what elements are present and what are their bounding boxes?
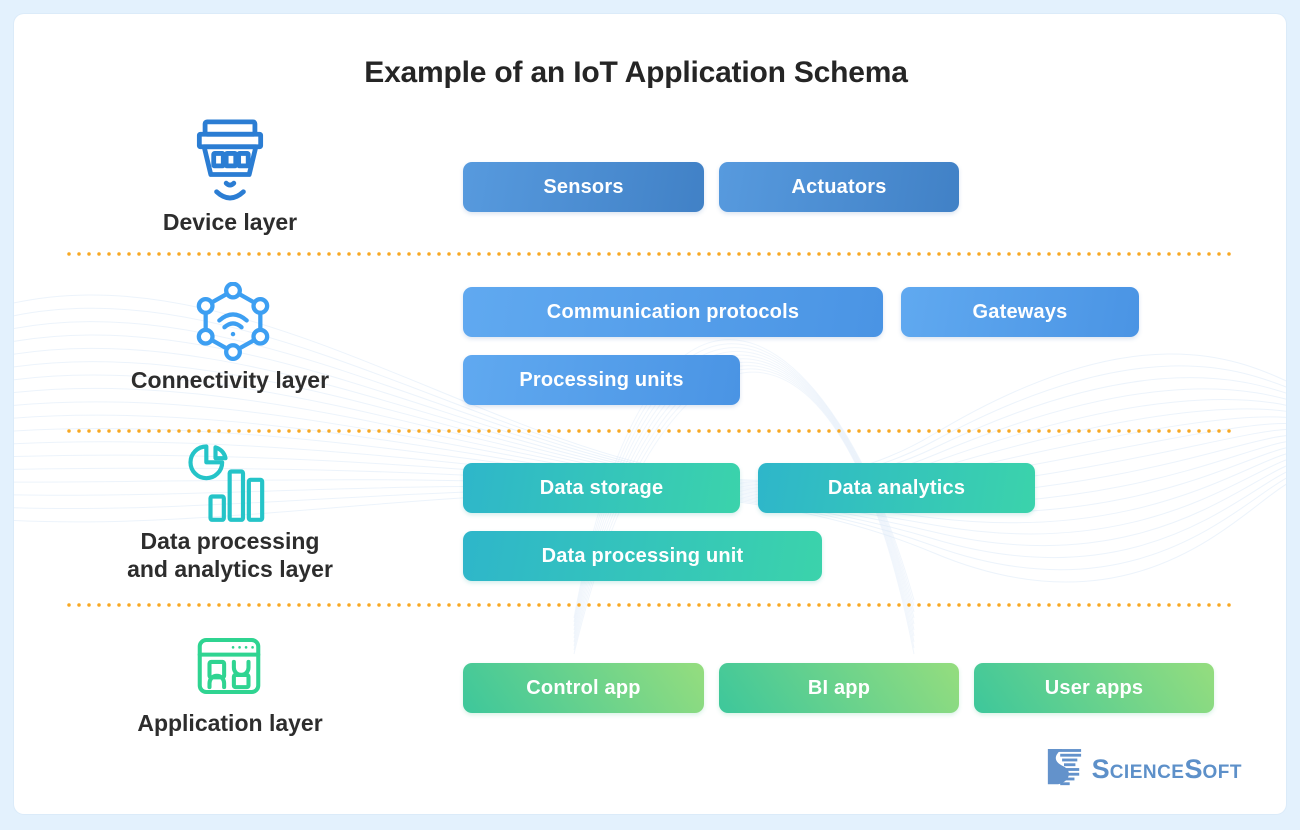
control-app-button[interactable]: Control app <box>463 663 704 713</box>
data-processing-layer-label-line1: Data processing <box>140 528 320 554</box>
device-layer-label: Device layer <box>162 209 298 235</box>
data-analytics-button[interactable]: Data analytics <box>758 463 1035 513</box>
sensors-button[interactable]: Sensors <box>463 162 704 212</box>
data-processing-unit-button[interactable]: Data processing unit <box>463 531 822 581</box>
user-apps-button[interactable]: User apps <box>974 663 1214 713</box>
sciencesoft-logo-text: ScienceSoft <box>1091 753 1242 784</box>
actuators-button[interactable]: Actuators <box>719 162 959 212</box>
sciencesoft-logo-mark <box>1047 749 1081 786</box>
app-window-icon <box>190 627 268 710</box>
bi-app-button[interactable]: BI app <box>719 663 959 713</box>
diagram-title: Example of an IoT Application Schema <box>364 56 908 89</box>
pie-and-bar-chart-icon <box>188 444 268 529</box>
network-hexagon-wifi-icon <box>192 281 274 369</box>
logo-text-part: S <box>1184 753 1203 784</box>
data-storage-button[interactable]: Data storage <box>463 463 740 513</box>
processing-units-button[interactable]: Processing units <box>463 355 740 405</box>
sciencesoft-logo: ScienceSoft <box>1045 748 1242 790</box>
gateways-button[interactable]: Gateways <box>901 287 1139 337</box>
communication-protocols-button[interactable]: Communication protocols <box>463 287 883 337</box>
layer-divider-3 <box>67 603 1233 607</box>
layer-divider-1 <box>67 252 1233 256</box>
data-processing-layer-label: Data processing and analytics layer <box>60 527 400 583</box>
data-processing-layer-label-line2: and analytics layer <box>127 556 333 582</box>
logo-text-part: S <box>1091 753 1110 784</box>
layer-divider-2 <box>67 429 1233 433</box>
logo-text-part: oft <box>1202 761 1242 783</box>
logo-text-part: cience <box>1109 761 1185 783</box>
application-layer-label: Application layer <box>137 710 323 736</box>
smoke-detector-icon <box>184 116 276 217</box>
connectivity-layer-label: Connectivity layer <box>130 367 330 393</box>
